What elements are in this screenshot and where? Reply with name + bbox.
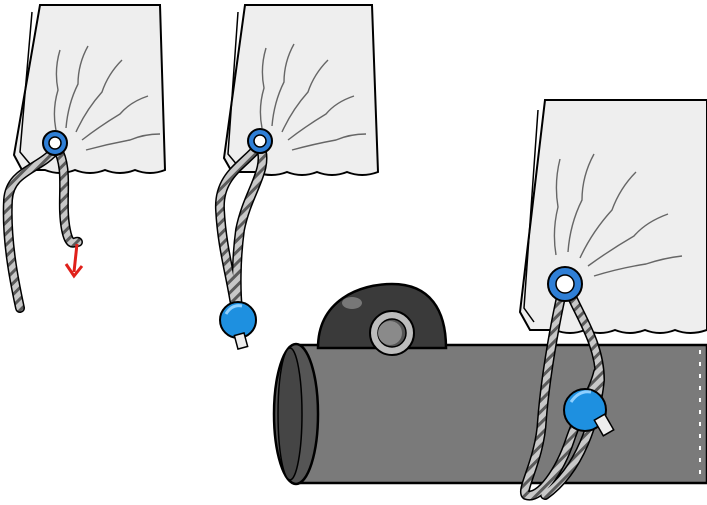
ball-stopper [220,302,256,349]
cleat-hook [318,284,446,355]
panel-1 [8,5,165,308]
sail-panel [520,100,707,333]
down-arrow [66,244,82,276]
sail-panel [14,5,165,173]
sail-panel [224,5,378,175]
pole-tube [274,344,707,484]
